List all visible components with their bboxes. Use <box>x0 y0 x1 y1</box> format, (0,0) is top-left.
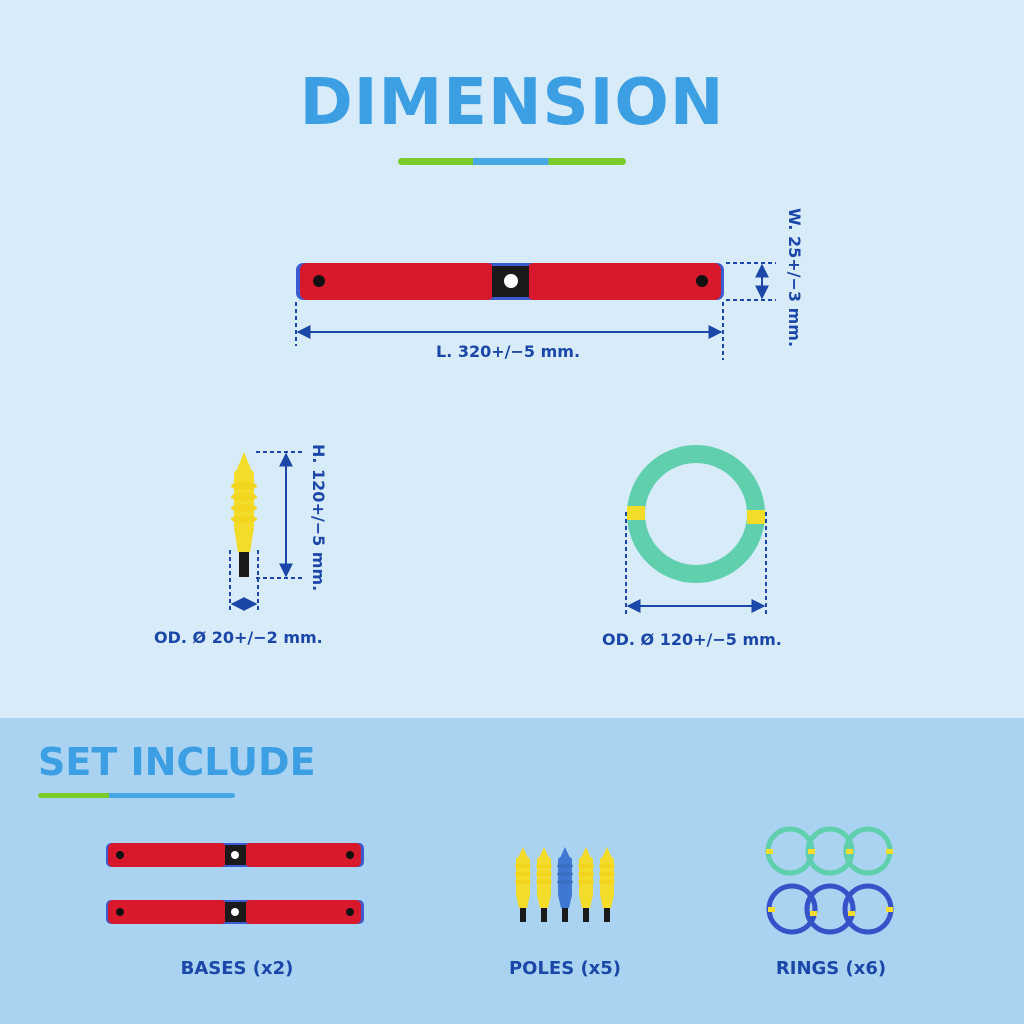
poles-label: POLES (x5) <box>508 958 622 979</box>
pole-small-1 <box>515 847 531 922</box>
pole-small-4 <box>578 847 594 922</box>
pole-height-dimension-line <box>256 451 302 579</box>
base-width-label: W. 25+/−3 mm. <box>785 208 804 348</box>
pole-diameter-dimension-line <box>229 550 259 612</box>
pole-small-5 <box>599 847 615 922</box>
ring-diameter-dimension-line <box>625 512 767 614</box>
ring-small-green-1 <box>765 826 815 876</box>
bases-label: BASES (x2) <box>180 958 294 979</box>
pole-diameter-label: OD. Ø 20+/−2 mm. <box>154 628 323 647</box>
rings-group <box>765 826 894 935</box>
base-bar-small-2 <box>106 900 364 924</box>
ring-diameter-label: OD. Ø 120+/−5 mm. <box>602 630 782 649</box>
base-width-dimension-line <box>726 262 776 301</box>
base-length-dimension-line <box>295 302 724 360</box>
page-title: DIMENSION <box>299 66 725 140</box>
poles-group <box>515 847 615 922</box>
base-bar-small-1 <box>106 843 364 867</box>
base-bar-large <box>296 263 724 300</box>
set-include-panel <box>0 718 1024 1024</box>
pole-large <box>231 452 257 577</box>
title-underline <box>398 158 626 165</box>
section-title: SET INCLUDE <box>38 740 316 784</box>
pole-height-label: H. 120+/−5 mm. <box>309 444 328 592</box>
ring-small-blue-2 <box>804 883 856 935</box>
rings-label: RINGS (x6) <box>775 958 887 979</box>
pole-small-3 <box>557 847 573 922</box>
base-length-label: L. 320+/−5 mm. <box>436 342 581 361</box>
dimension-panel <box>0 0 1024 718</box>
ring-large <box>627 445 765 583</box>
pole-small-2 <box>536 847 552 922</box>
section-underline <box>38 793 235 798</box>
